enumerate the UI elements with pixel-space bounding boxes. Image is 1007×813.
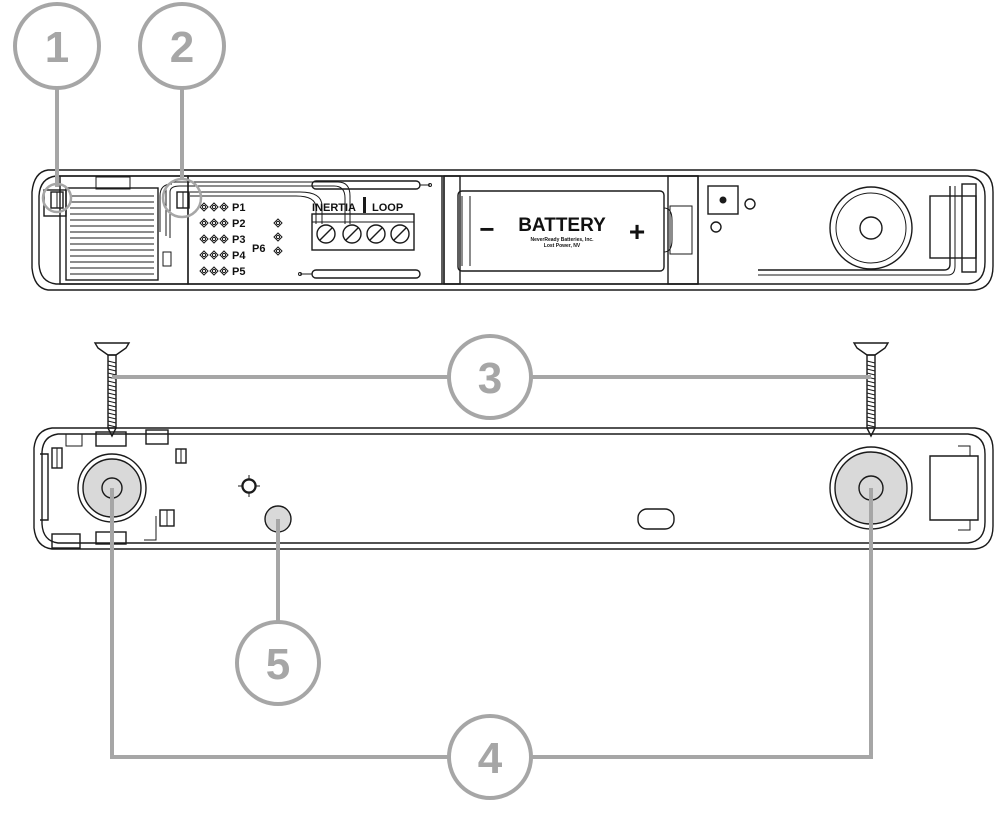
jumper-label-p6: P6: [252, 243, 265, 255]
sensor-grille: [70, 195, 154, 275]
right-end-latch: [929, 183, 977, 273]
jumper-label-p5: P5: [232, 266, 245, 278]
callout-1-number: 1: [45, 23, 69, 72]
terminal-block: [311, 213, 415, 251]
mounting-screw-right: [852, 342, 890, 438]
left-compartment: [43, 175, 189, 285]
callout-2-target-ring: [161, 177, 203, 219]
callout-1-circle: [13, 2, 101, 90]
callout-3-circle: [447, 334, 533, 420]
mounting-screw-left: [93, 342, 131, 438]
antenna-wire: [758, 186, 956, 276]
alignment-marker: [238, 475, 260, 497]
tamper-switch: [707, 185, 739, 215]
terminal-screws: [316, 224, 410, 244]
callout-3-number: 3: [478, 354, 502, 403]
terminal-label-loop: LOOP: [372, 202, 403, 214]
circuit-board: [187, 175, 443, 285]
callout-2-number: 2: [170, 23, 194, 72]
buzzer: [829, 186, 913, 270]
jumper-block-p6: [273, 218, 283, 256]
battery-plus-sign: +: [629, 216, 645, 247]
callout-4-number: 4: [478, 734, 503, 783]
battery-maker-line2: Lost Power, NV: [544, 243, 581, 249]
terminal-label-divider: [363, 197, 366, 213]
callout-1-target-ring: [41, 182, 73, 214]
battery-compartment: [443, 175, 699, 285]
led-indicator: [710, 198, 756, 233]
callout-4-leader-left: [110, 488, 448, 759]
battery-label: BATTERY: [518, 215, 606, 236]
jumper-block-p1-p5: [199, 202, 229, 276]
resistor-bottom: [298, 269, 421, 279]
sensor-element-2: [176, 191, 190, 209]
jumper-label-p1: P1: [232, 202, 245, 214]
callout-4-leader-right: [532, 488, 873, 759]
callout-2-circle: [138, 2, 226, 90]
bottom-view-base: [33, 427, 994, 550]
callout-5-circle: [235, 620, 321, 706]
callout-4-circle: [447, 714, 533, 800]
sensor-element-1: [50, 191, 64, 209]
jumper-label-p2: P2: [232, 218, 245, 230]
battery-minus-sign: −: [479, 214, 494, 244]
terminal-label-inertia: INERTIA: [312, 202, 356, 214]
top-view-enclosure: [31, 169, 994, 291]
battery-maker-line1: NeverReady Batteries, Inc.: [530, 237, 594, 243]
jumper-label-p3: P3: [232, 234, 245, 246]
base-clips: [51, 429, 979, 549]
resistor-top: [311, 180, 432, 190]
jumper-label-p4: P4: [232, 250, 246, 262]
callout-5-number: 5: [266, 640, 290, 689]
wire-slot: [637, 508, 675, 530]
